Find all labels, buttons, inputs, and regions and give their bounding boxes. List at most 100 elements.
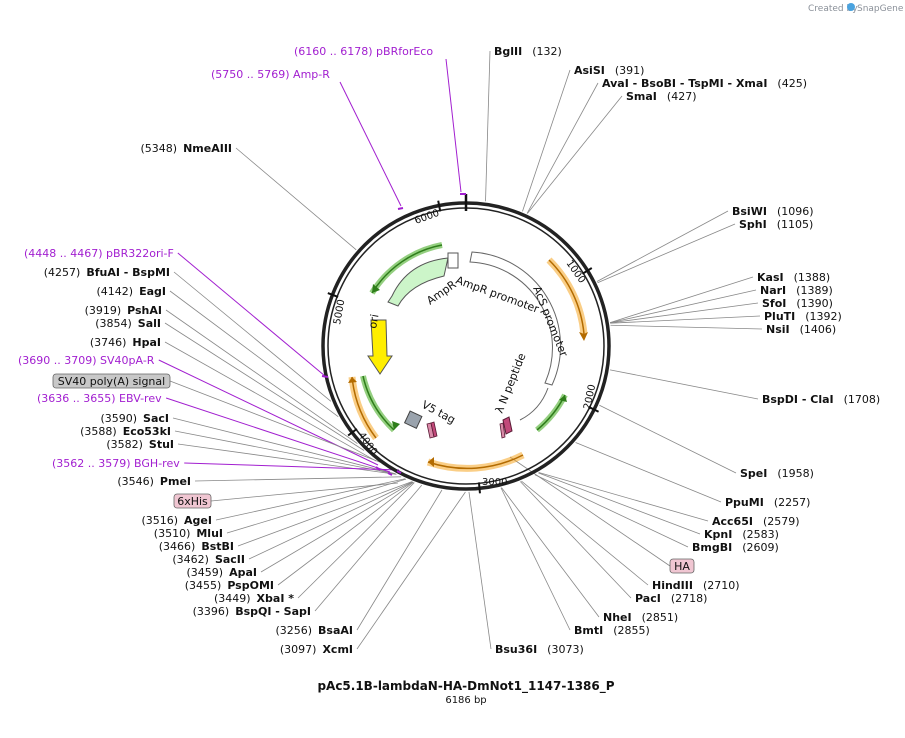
outside-feature-2[interactable]: HA (669, 558, 695, 574)
site-label-25[interactable]: (3449)XbaI * (214, 592, 294, 605)
site-label-35[interactable]: (3590)SacI (100, 412, 169, 425)
site-label-3[interactable]: SmaI(427) (626, 90, 697, 103)
site-leader-21 (468, 491, 492, 650)
site-position: (425) (777, 77, 807, 90)
site-leader-13 (575, 442, 722, 503)
site-position: (3396) (193, 605, 230, 618)
site-label-30[interactable]: (3510)MluI (154, 527, 223, 540)
lambda-n-peptide-feature[interactable] (502, 416, 513, 435)
site-label-0[interactable]: BglII(132) (494, 45, 562, 58)
site-name: Bsu36I (495, 643, 537, 656)
ampr-feature[interactable] (387, 257, 449, 307)
acs-promoter-feature[interactable] (469, 251, 562, 386)
site-name: Eco53kI (123, 425, 171, 438)
site-label-10[interactable]: NsiI(1406) (766, 323, 836, 336)
site-label-19[interactable]: NheI(2851) (603, 611, 678, 624)
site-label-40[interactable]: (4257) BfuAI - BspMI (44, 266, 170, 279)
brand-created-by: Created by (808, 4, 858, 14)
ori-label: ori (366, 313, 381, 329)
site-name: BglII (494, 45, 522, 58)
primer-label-5[interactable]: (3562 .. 3579) BGH-rev (52, 457, 180, 470)
feature-leader-2 (509, 456, 671, 567)
site-name: AvaI - BsoBI - TspMI - XmaI (602, 77, 767, 90)
site-label-24[interactable]: (3396)BspQI - SapI (193, 605, 311, 618)
primer-leader-1 (339, 81, 402, 207)
site-label-1[interactable]: AsiSI(391) (574, 64, 644, 77)
primer-label-4[interactable]: (3636 .. 3655) EBV-rev (37, 392, 162, 405)
primer-label-2[interactable]: (4448 .. 4467) pBR322ori-F (24, 247, 174, 260)
site-position: (4257) (44, 266, 81, 279)
tick-mark-3000 (477, 482, 481, 494)
site-name: BfuAI - BspMI (86, 266, 170, 279)
site-label-27[interactable]: (3459)ApaI (187, 566, 257, 579)
site-label-26[interactable]: (3455)PspOMI (185, 579, 274, 592)
brand-app: SnapGene (857, 4, 904, 14)
primer-mark-ampr (397, 207, 404, 210)
outside-feature-0[interactable]: SV40 poly(A) signal (52, 373, 171, 389)
site-position: (3097) (280, 643, 317, 656)
v5-tag-feature[interactable] (403, 410, 423, 429)
site-name: SphI (739, 218, 767, 231)
site-name: NheI (603, 611, 632, 624)
site-position: (1096) (777, 205, 814, 218)
site-label-29[interactable]: (3466)BstBI (159, 540, 234, 553)
site-label-23[interactable]: (3256)BsaAI (275, 624, 353, 637)
site-label-8[interactable]: SfoI(1390) (762, 297, 833, 310)
site-label-9[interactable]: PluTI(1392) (764, 310, 842, 323)
site-label-34[interactable]: (3588)Eco53kI (80, 425, 171, 438)
leader-lines (158, 50, 763, 650)
site-label-16[interactable]: BmgBI(2609) (692, 541, 779, 554)
site-label-33[interactable]: (3582)StuI (106, 438, 174, 451)
site-leader-20 (500, 487, 571, 631)
site-label-20[interactable]: BmtI(2855) (574, 624, 650, 637)
outside-feature-1[interactable]: 6xHis (173, 493, 212, 509)
site-position: (2855) (613, 624, 650, 637)
site-label-12[interactable]: SpeI(1958) (740, 467, 814, 480)
site-label-28[interactable]: (3462)SacII (172, 553, 245, 566)
site-position: (2710) (703, 579, 740, 592)
site-leader-18 (519, 481, 632, 599)
site-label-6[interactable]: KasI(1388) (757, 271, 830, 284)
site-position: (1708) (844, 393, 881, 406)
site-leader-25 (297, 482, 415, 599)
site-label-2[interactable]: AvaI - BsoBI - TspMI - XmaI (425) (602, 77, 807, 90)
site-label-31[interactable]: (3516)AgeI (141, 514, 212, 527)
site-label-11[interactable]: BspDI - ClaI(1708) (762, 393, 880, 406)
site-label-39[interactable]: (4142)EagI (97, 285, 166, 298)
site-leader-4 (596, 210, 729, 282)
snapgene-logo-icon (847, 3, 855, 11)
site-position: (391) (615, 64, 645, 77)
site-label-41[interactable]: (5348)NmeAIII (141, 142, 233, 155)
site-label-4[interactable]: BsiWI(1096) (732, 205, 814, 218)
site-name: AgeI (184, 514, 212, 527)
site-position: (3746) (90, 336, 127, 349)
site-position: (3510) (154, 527, 191, 540)
ori-feature[interactable] (367, 319, 393, 375)
site-label-22[interactable]: (3097)XcmI (280, 643, 353, 656)
site-label-5[interactable]: SphI(1105) (739, 218, 813, 231)
site-name: SacI (143, 412, 169, 425)
site-label-17[interactable]: HindIII(2710) (652, 579, 740, 592)
site-label-18[interactable]: PacI(2718) (635, 592, 707, 605)
primer-label-1[interactable]: (5750 .. 5769) Amp-R (211, 68, 330, 81)
site-leader-19 (501, 487, 600, 618)
site-label-21[interactable]: Bsu36I(3073) (495, 643, 584, 656)
ampr-promoter-box[interactable] (447, 252, 459, 269)
site-label-15[interactable]: KpnI(2583) (704, 528, 779, 541)
site-label-14[interactable]: Acc65I(2579) (712, 515, 800, 528)
primer-label-0[interactable]: (6160 .. 6178) pBRforEco (294, 45, 433, 58)
primer-leader-0 (445, 58, 462, 193)
site-label-38[interactable]: (3919)PshAI (85, 304, 162, 317)
site-leader-1 (522, 69, 571, 212)
site-label-36[interactable]: (3746)HpaI (90, 336, 161, 349)
site-label-37[interactable]: (3854)SalI (95, 317, 161, 330)
site-label-13[interactable]: PpuMI(2257) (725, 496, 810, 509)
primer-mark-bgh (396, 470, 402, 474)
primer-label-3[interactable]: (3690 .. 3709) SV40pA-R (18, 354, 155, 367)
orf-arrow-2-icon (428, 457, 434, 467)
site-leader-12 (599, 404, 737, 474)
site-label-7[interactable]: NarI(1389) (760, 284, 833, 297)
site-position: (3256) (275, 624, 312, 637)
site-label-32[interactable]: (3546)PmeI (117, 475, 191, 488)
site-position: (3582) (106, 438, 143, 451)
